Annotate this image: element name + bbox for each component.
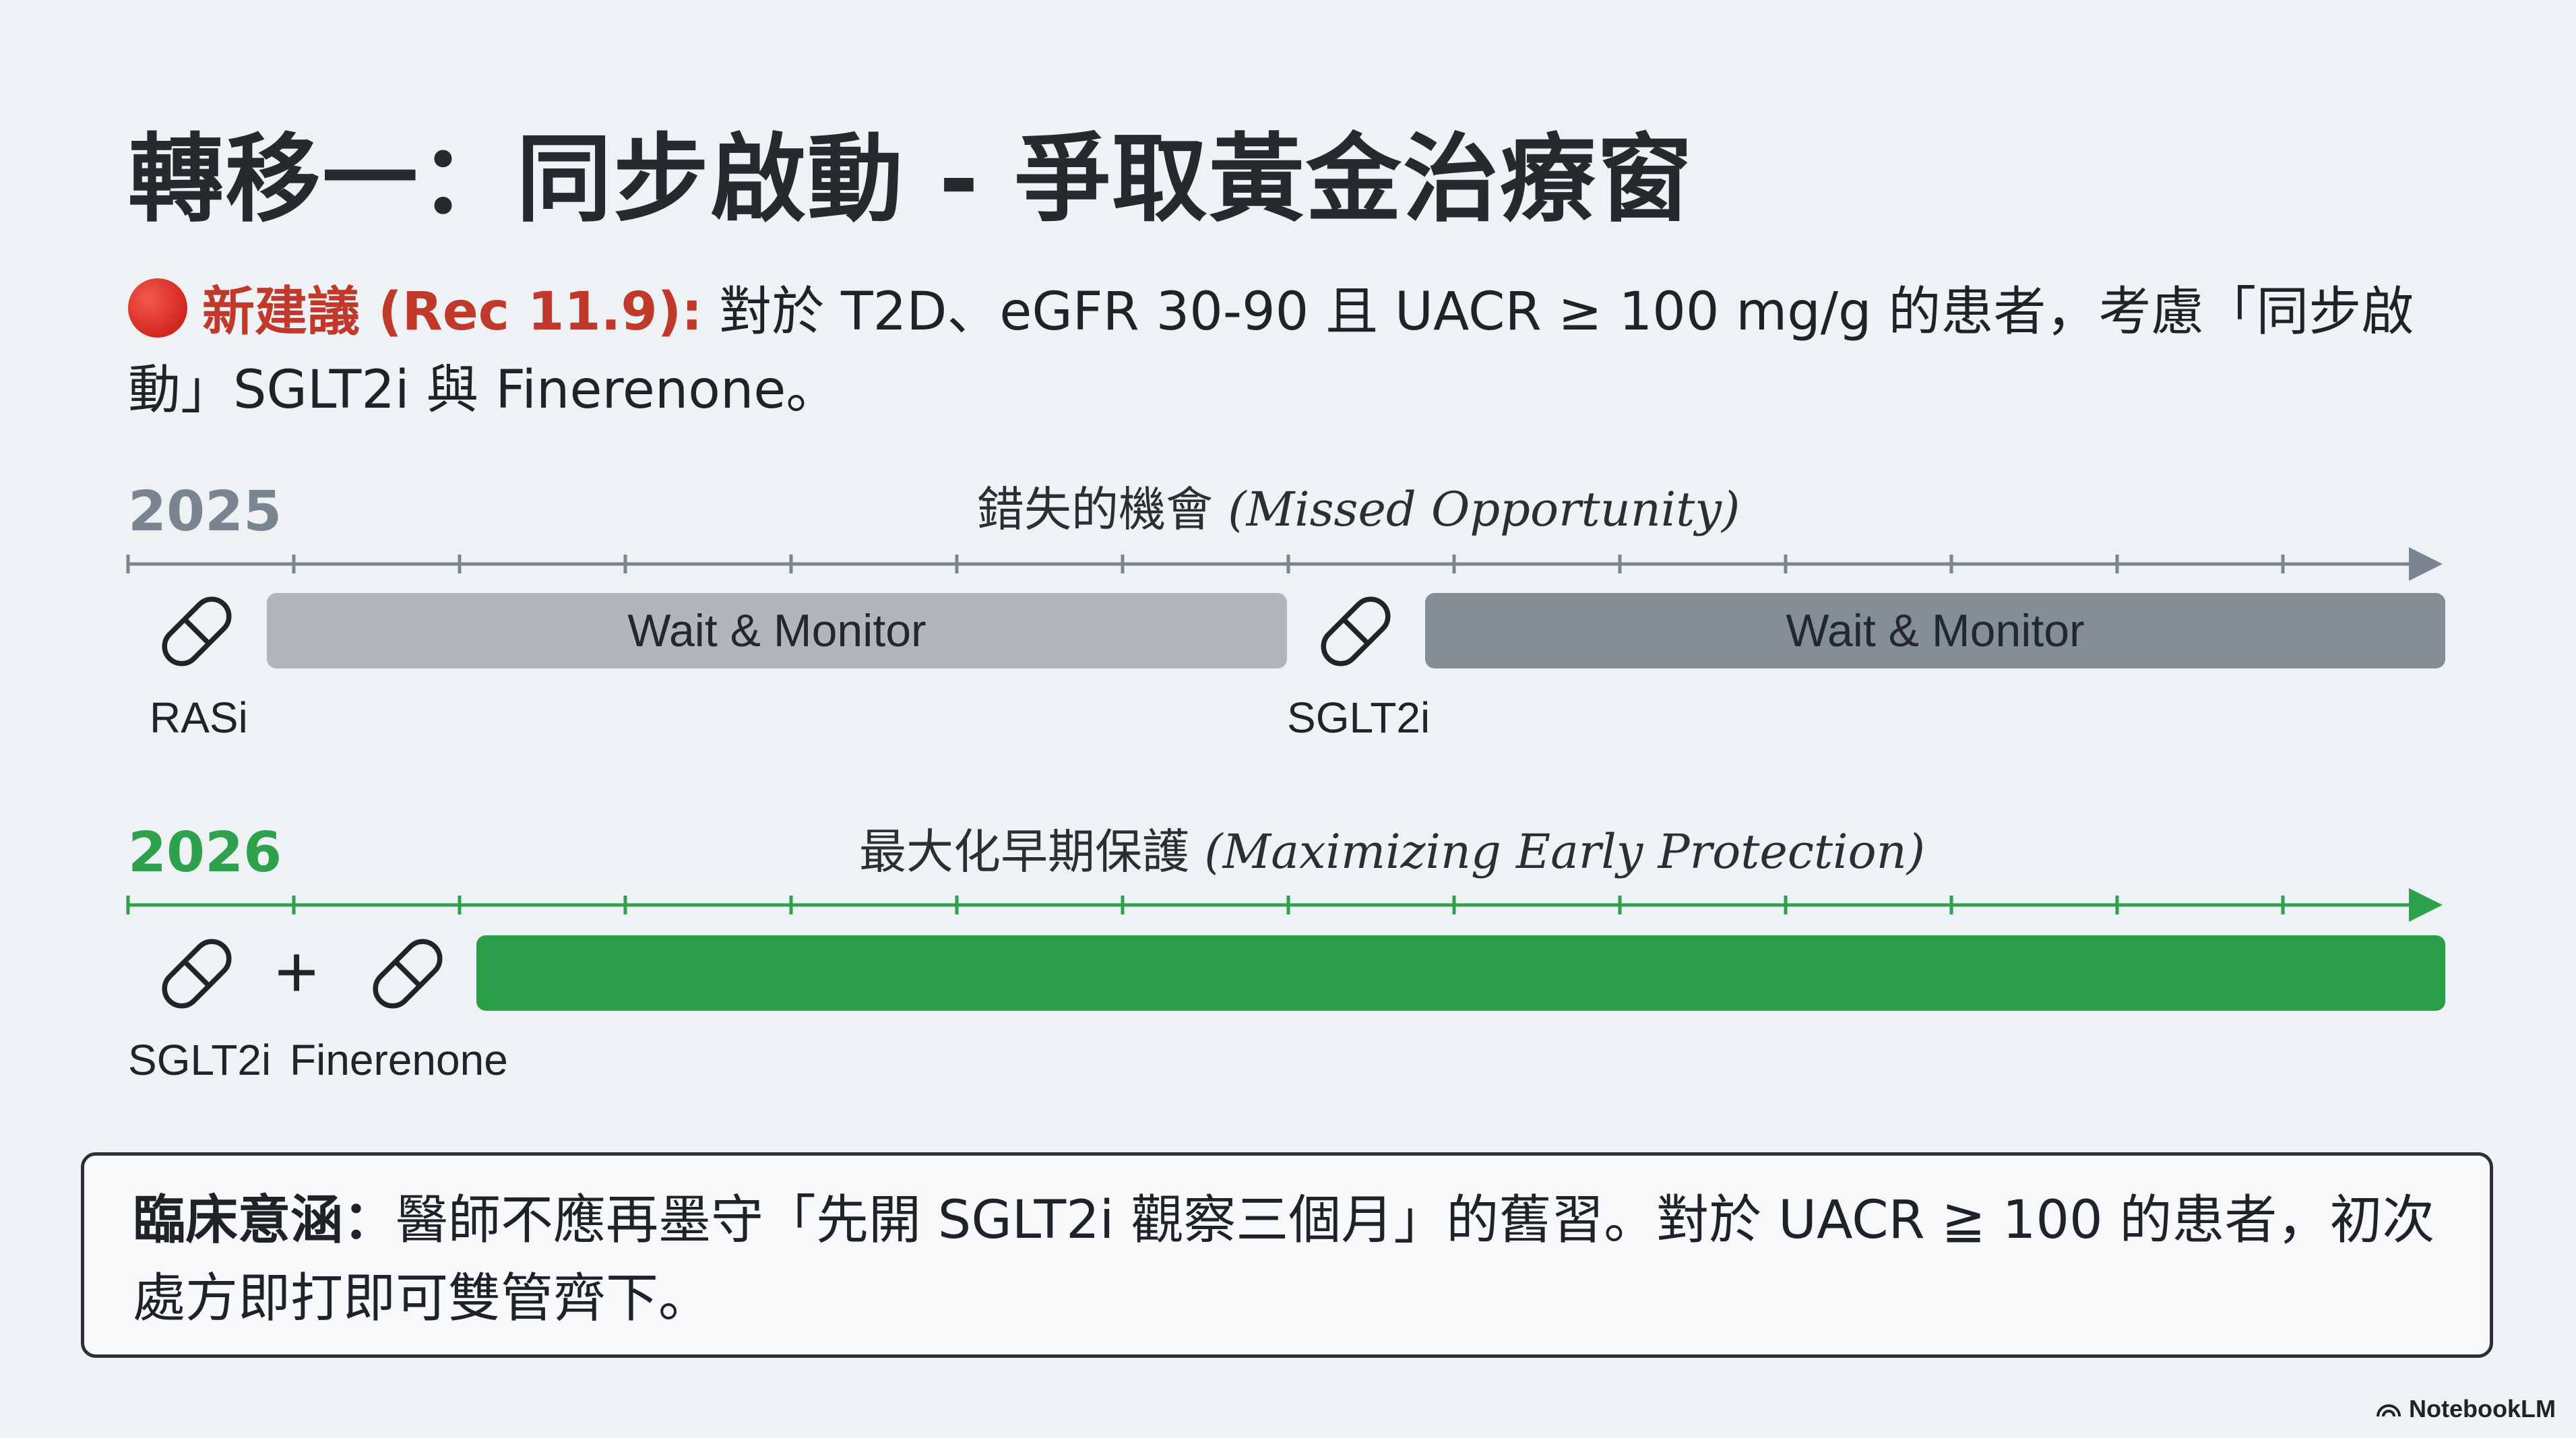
caption-early-en: (Maximizing Early Protection) <box>1204 824 1926 879</box>
caption-early-protection: 最大化早期保護 (Maximizing Early Protection) <box>859 814 1925 882</box>
pill-icon <box>357 923 458 1024</box>
clinical-implication-label: 臨床意涵： <box>133 1190 396 1251</box>
pill-icon <box>146 923 247 1024</box>
drug-label-sglt2i-2026: SGLT2i <box>128 1036 272 1084</box>
year-2026: 2026 <box>128 821 282 885</box>
wait-monitor-bar-2: Wait & Monitor <box>1425 593 2445 668</box>
wait-monitor-label-1: Wait & Monitor <box>627 605 926 656</box>
early-protection-bar <box>476 935 2445 1011</box>
year-2025: 2025 <box>128 480 282 544</box>
notebooklm-brand: NotebookLM <box>2375 1395 2556 1423</box>
recommendation: 新建議 (Rec 11.9): 對於 T2D、eGFR 30-90 且 UACR… <box>128 273 2453 429</box>
clinical-implication-box: 臨床意涵：醫師不應再墨守「先開 SGLT2i 觀察三個月」的舊習。對於 UACR… <box>81 1152 2493 1358</box>
brand-name: NotebookLM <box>2409 1395 2556 1423</box>
recommendation-text: 對於 T2D、eGFR 30-90 且 UACR ≥ 100 mg/g 的患者，… <box>128 282 2414 420</box>
page-title: 轉移一：同步啟動 - 爭取黃金治療窗 <box>128 124 1694 235</box>
axis-2026 <box>126 888 2443 922</box>
caption-missed-en: (Missed Opportunity) <box>1228 482 1740 537</box>
plus-icon: + <box>275 931 319 1013</box>
drug-label-sglt2i-2025: SGLT2i <box>1287 693 1431 742</box>
pill-icon <box>1305 581 1406 682</box>
drug-label-rasi: RASi <box>150 693 248 742</box>
caption-early-zh: 最大化早期保護 <box>859 824 1189 879</box>
red-dot-icon <box>128 278 187 338</box>
caption-missed-opportunity: 錯失的機會 (Missed Opportunity) <box>977 472 1740 540</box>
wait-monitor-label-2: Wait & Monitor <box>1786 605 2085 656</box>
caption-missed-zh: 錯失的機會 <box>977 482 1213 537</box>
wait-monitor-bar-1: Wait & Monitor <box>267 593 1287 668</box>
clinical-implication-text: 醫師不應再墨守「先開 SGLT2i 觀察三個月」的舊習。對於 UACR ≧ 10… <box>133 1190 2435 1329</box>
notebooklm-logo-icon <box>2377 1404 2401 1417</box>
axis-2025 <box>126 547 2443 581</box>
recommendation-label: 新建議 (Rec 11.9): <box>202 282 703 342</box>
pill-icon <box>146 581 247 682</box>
drug-label-finerenone: Finerenone <box>290 1036 508 1084</box>
